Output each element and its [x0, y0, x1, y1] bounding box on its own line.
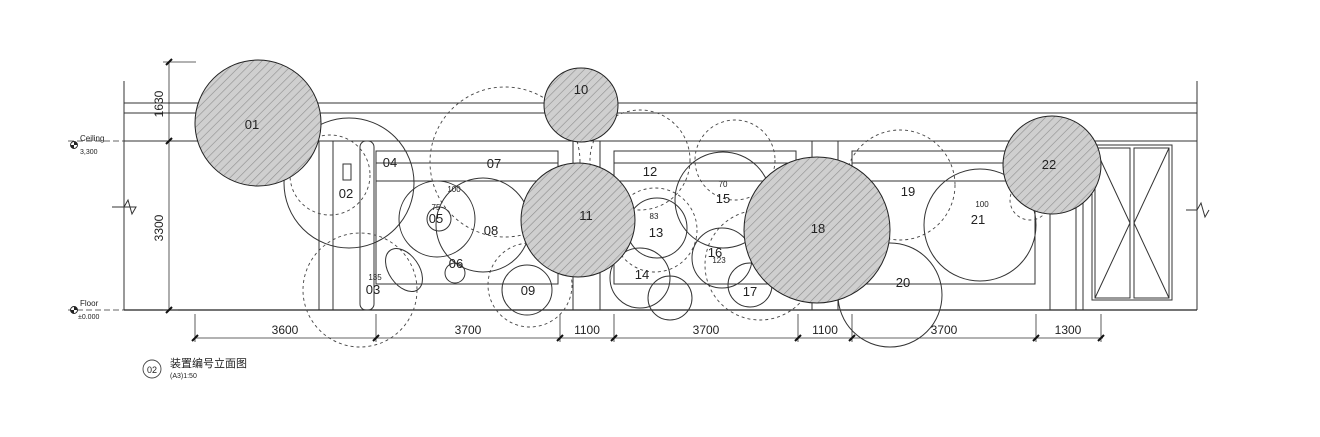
- installation-18-circle: [743, 156, 891, 304]
- size-note: 135: [368, 273, 382, 282]
- label-14: 14: [635, 267, 649, 282]
- label-06: 06: [449, 256, 463, 271]
- hdim-7: 1300: [1055, 323, 1082, 337]
- label-22: 22: [1042, 157, 1056, 172]
- horizontal-dimensions: 3600 3700 1100 3700 1100 3700 1300: [191, 314, 1105, 342]
- hdim-4: 3700: [693, 323, 720, 337]
- hdim-5: 1100: [812, 323, 838, 337]
- installation-01-circle: [194, 59, 322, 187]
- label-02: 02: [339, 186, 353, 201]
- vdim-3300: 3300: [152, 214, 166, 241]
- label-08: 08: [484, 223, 498, 238]
- floor-label: Floor: [80, 299, 99, 308]
- label-09: 09: [521, 283, 535, 298]
- title-scale: (A3)1:50: [170, 373, 197, 380]
- installation-02-circle: [283, 117, 415, 249]
- label-12: 12: [643, 164, 657, 179]
- floor-level-icon: [70, 306, 78, 314]
- label-20: 20: [896, 275, 910, 290]
- size-note: 70: [719, 180, 728, 189]
- size-notes: 100 75 135 83 70 123 100: [368, 180, 989, 282]
- ceiling-level-icon: [70, 141, 78, 149]
- label-10: 10: [574, 82, 588, 97]
- hatched-circles: [194, 59, 1102, 304]
- drawing-title: 02 装置编号立面图 (A3)1:50: [142, 356, 247, 380]
- title-name: 装置编号立面图: [170, 356, 247, 370]
- size-note: 100: [447, 185, 461, 194]
- label-18: 18: [811, 221, 825, 236]
- label-03: 03: [366, 282, 380, 297]
- hdim-6: 3700: [931, 323, 958, 337]
- label-13: 13: [649, 225, 663, 240]
- label-21: 21: [971, 212, 985, 227]
- size-note: 83: [650, 212, 659, 221]
- size-note: 123: [712, 256, 726, 265]
- vertical-dimensions: 1630 3300: [152, 58, 196, 314]
- vdim-1630: 1630: [152, 90, 166, 117]
- hdim-3: 1100: [574, 323, 600, 337]
- installation-labels: 01 02 03 04 05 06 07 08 09 10 11 12 13 1…: [245, 82, 1056, 299]
- size-note: 75: [432, 203, 441, 212]
- level-markers: Ceiling 3,300 Floor ±0.000: [68, 134, 124, 321]
- label-15: 15: [716, 191, 730, 206]
- hdim-1: 3600: [272, 323, 299, 337]
- installation-22-circle: [1002, 115, 1102, 215]
- label-11: 11: [579, 208, 593, 223]
- installation-10-circle: [543, 67, 619, 143]
- size-note: 100: [975, 200, 989, 209]
- label-17: 17: [743, 284, 757, 299]
- door: [1091, 144, 1173, 301]
- label-16: 16: [708, 245, 722, 260]
- title-number: 02: [147, 365, 157, 375]
- ceiling-value: 3,300: [80, 149, 98, 156]
- hdim-2: 3700: [455, 323, 482, 337]
- label-05: 05: [429, 211, 443, 226]
- label-07: 07: [487, 156, 501, 171]
- label-04: 04: [383, 155, 397, 170]
- label-01: 01: [245, 117, 259, 132]
- ceiling-label: Ceiling: [80, 134, 104, 143]
- floor-value: ±0.000: [78, 314, 99, 321]
- installation-11-circle: [520, 162, 636, 278]
- label-19: 19: [901, 184, 915, 199]
